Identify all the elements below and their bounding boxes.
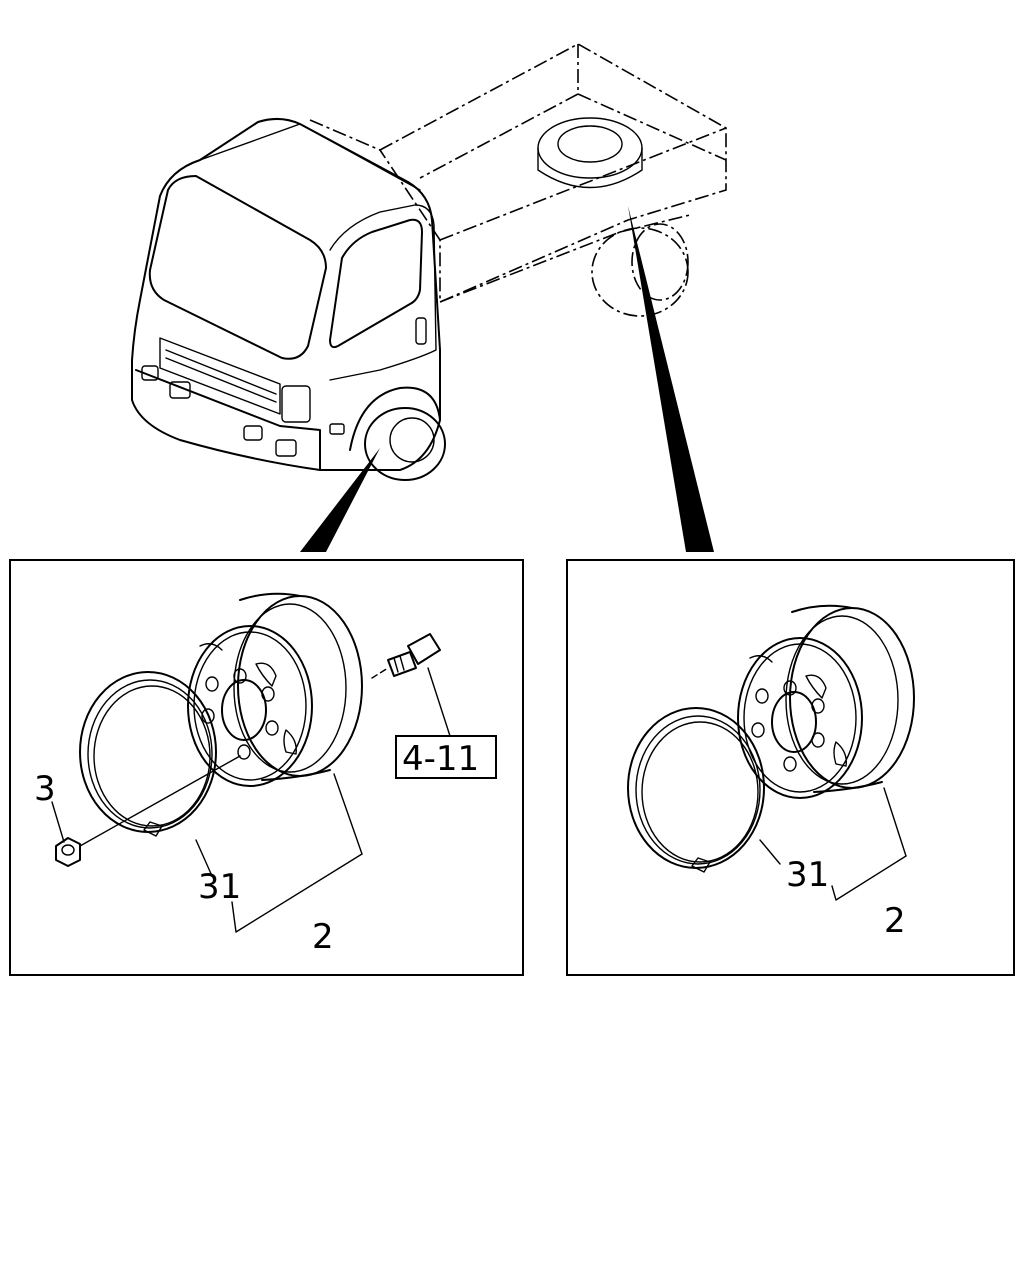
leaders-left xyxy=(51,667,451,933)
reference-box xyxy=(395,735,497,779)
side-ring-right xyxy=(627,707,765,873)
truck-cab xyxy=(131,118,446,481)
panel-frame-left xyxy=(9,559,524,976)
leaders-right xyxy=(759,787,907,901)
wheel-rim-right xyxy=(737,604,915,799)
callout-side-ring-right: 31 xyxy=(786,855,829,895)
callout-reference: 4-11 xyxy=(402,739,479,779)
cargo-bed xyxy=(309,43,727,317)
wheel-disc xyxy=(187,625,313,787)
rear-wheel-pointer xyxy=(628,206,714,552)
wheel-stud xyxy=(371,633,441,679)
callout-nut: 3 xyxy=(34,769,56,809)
stud-holes xyxy=(201,668,279,760)
hub-bore xyxy=(221,679,267,741)
callout-side-ring: 31 xyxy=(198,867,241,907)
stud-holes-right xyxy=(751,680,825,772)
side-ring-left xyxy=(79,671,217,837)
nut-axis-line xyxy=(79,755,241,847)
grille xyxy=(159,337,281,415)
panel-front-wheel: 3 31 2 4-11 xyxy=(9,559,524,976)
wheel-nut xyxy=(55,837,81,867)
wheel-rim-left xyxy=(187,592,363,787)
panel-frame-right xyxy=(566,559,1015,976)
truck-illustration xyxy=(131,43,727,552)
callout-wheel-assembly-right: 2 xyxy=(884,901,906,941)
hub-bore-right xyxy=(771,691,817,753)
spare-tire xyxy=(537,117,643,179)
panel-rear-wheel: 31 2 xyxy=(566,559,1015,976)
front-wheel-pointer xyxy=(300,448,380,552)
callout-wheel-assembly: 2 xyxy=(312,917,334,957)
wheel-disc-right xyxy=(737,637,863,799)
front-wheel xyxy=(364,407,446,481)
